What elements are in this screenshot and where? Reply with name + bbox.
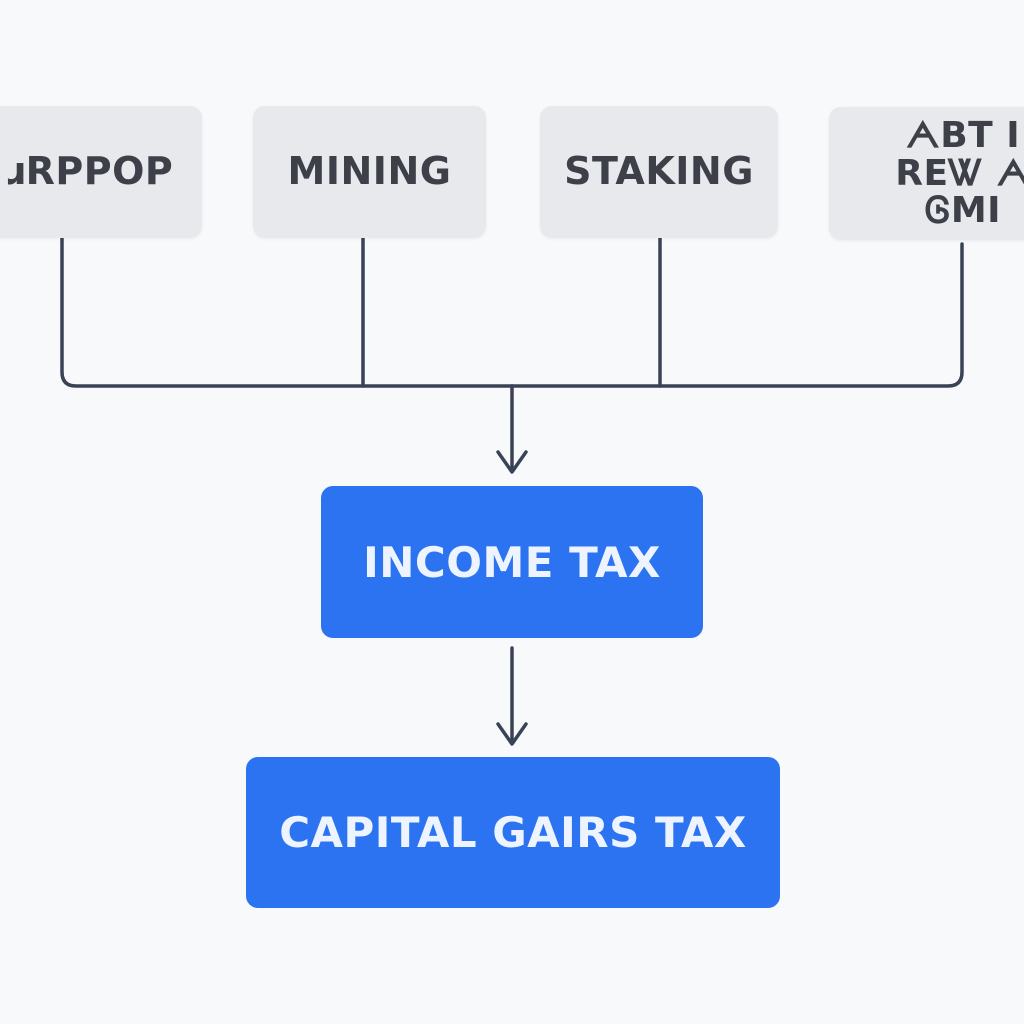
source-label-staking: STAKING bbox=[564, 149, 754, 194]
connector-airdrop bbox=[60, 236, 514, 388]
source-box-staking: STAKING bbox=[540, 106, 778, 238]
income-tax-box: INCOME TAX bbox=[321, 486, 703, 638]
source-box-airdrop: ɹRPPOP bbox=[0, 106, 202, 238]
source-label-mining: MINING bbox=[287, 149, 452, 194]
connector-rewards bbox=[510, 242, 964, 388]
income-tax-label: INCOME TAX bbox=[363, 537, 661, 587]
capital-gains-tax-label: CAPITAL GAIRS TAX bbox=[279, 808, 747, 857]
source-label-airdrop: ɹRPPOP bbox=[4, 149, 174, 194]
arrowhead-capital-gains-tax bbox=[496, 722, 528, 746]
source-box-mining: MINING bbox=[253, 106, 486, 238]
capital-gains-tax-box: CAPITAL GAIRS TAX bbox=[246, 757, 780, 908]
source-box-rewards: ᗅBT I REᏔ ᗅ ᎶMI bbox=[829, 107, 1024, 240]
arrowhead-income-tax bbox=[496, 450, 528, 474]
source-label-rewards: ᗅBT I REᏔ ᗅ ᎶMI bbox=[895, 114, 1024, 232]
